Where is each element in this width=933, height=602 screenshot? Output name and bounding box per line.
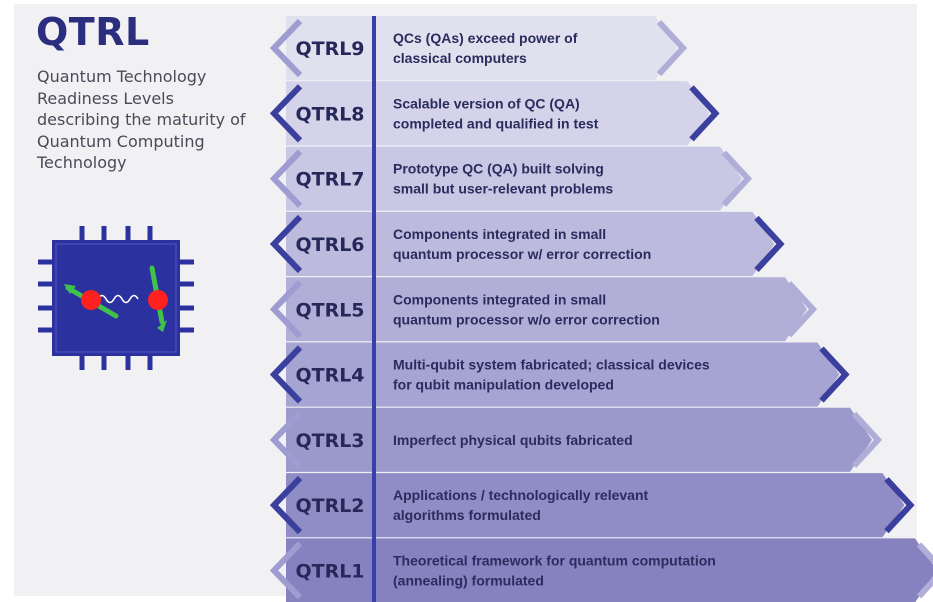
left-chevron-icon <box>269 541 303 600</box>
level-label: QTRL8 <box>295 103 364 125</box>
level-row-qtrl3: QTRL3 Imperfect physical qubits fabricate… <box>269 407 883 472</box>
left-chevron-icon <box>269 410 303 469</box>
level-description-line: Imperfect physical qubits fabricated <box>393 432 633 448</box>
level-row-qtrl9: QTRL9 QCs (QAs) exceed power of classical … <box>269 16 688 81</box>
level-row-qtrl2: QTRL2 Applications / technologically rele… <box>269 473 915 538</box>
level-band <box>286 16 677 81</box>
quantum-chip-icon <box>38 226 194 370</box>
right-chevron-icon <box>884 477 915 534</box>
right-chevron-icon <box>916 542 933 599</box>
level-description-line: Applications / technologically relevant <box>393 487 649 503</box>
qubit-particle-right <box>148 290 168 310</box>
right-chevron-icon <box>754 215 785 273</box>
level-description-line: QCs (QAs) exceed power of <box>393 30 578 46</box>
right-chevron-icon <box>656 19 688 77</box>
level-description-line: for qubit manipulation developed <box>393 377 614 393</box>
left-chevron-icon <box>269 345 303 404</box>
entanglement-squiggle <box>97 294 139 304</box>
right-chevron-icon <box>689 85 720 142</box>
level-description-line: Multi-qubit system fabricated; classical… <box>393 357 710 373</box>
level-description-line: Components integrated in small <box>393 226 606 242</box>
level-band <box>286 538 933 602</box>
right-chevron-icon <box>786 281 818 338</box>
left-chevron-icon <box>269 280 303 339</box>
level-band <box>286 81 710 146</box>
left-chevron-icon <box>269 149 303 208</box>
level-description-line: Theoretical framework for quantum comput… <box>393 552 716 568</box>
level-row-qtrl6: QTRL6 Components integrated in small quant… <box>269 211 785 276</box>
level-band <box>286 473 905 538</box>
level-label: QTRL4 <box>295 365 364 387</box>
level-label: QTRL1 <box>295 560 364 582</box>
diagram-subtitle: Quantum Technology Readiness Levels desc… <box>37 67 246 172</box>
right-chevron-icon <box>851 411 883 468</box>
level-row-qtrl8: QTRL8 Scalable version of QC (QA) complete… <box>269 81 720 146</box>
level-description-line: quantum processor w/o error correction <box>393 311 660 327</box>
right-chevron-icon <box>819 346 850 403</box>
right-chevron-icon <box>721 150 753 207</box>
level-row-qtrl7: QTRL7 Prototype QC (QA) built solving smal… <box>269 146 753 211</box>
left-chevron-icon <box>269 476 303 535</box>
level-label: QTRL2 <box>295 495 364 517</box>
level-row-qtrl5: QTRL5 Components integrated in small quant… <box>269 277 818 342</box>
level-band <box>286 407 872 472</box>
level-band <box>286 277 807 342</box>
level-description-line: Prototype QC (QA) built solving <box>393 161 604 177</box>
level-row-qtrl4: QTRL4 Multi-qubit system fabricated; clas… <box>269 342 850 407</box>
level-description-line: quantum processor w/ error correction <box>393 246 651 262</box>
level-label: QTRL9 <box>295 38 364 60</box>
diagram-title: QTRL <box>36 10 150 54</box>
level-description-line: Scalable version of QC (QA) <box>393 95 580 111</box>
level-description-line: small but user-relevant problems <box>393 181 613 197</box>
qubit-particle-left <box>81 290 101 310</box>
left-chevron-icon <box>269 84 303 143</box>
level-band <box>286 342 840 407</box>
level-description-line: completed and qualified in test <box>393 115 599 131</box>
level-label: QTRL7 <box>295 169 364 191</box>
level-description-line: Components integrated in small <box>393 291 606 307</box>
level-band <box>286 211 775 276</box>
left-chevron-icon <box>269 214 303 274</box>
level-label: QTRL6 <box>295 234 364 256</box>
left-chevron-icon <box>269 18 303 78</box>
level-description-line: (annealing) formulated <box>393 572 544 588</box>
level-row-qtrl1: QTRL1 Theoretical framework for quantum c… <box>269 538 933 602</box>
level-description-line: algorithms formulated <box>393 507 541 523</box>
level-label: QTRL3 <box>295 430 364 452</box>
level-description-line: classical computers <box>393 50 527 66</box>
level-band <box>286 146 742 211</box>
level-label: QTRL5 <box>295 299 364 321</box>
